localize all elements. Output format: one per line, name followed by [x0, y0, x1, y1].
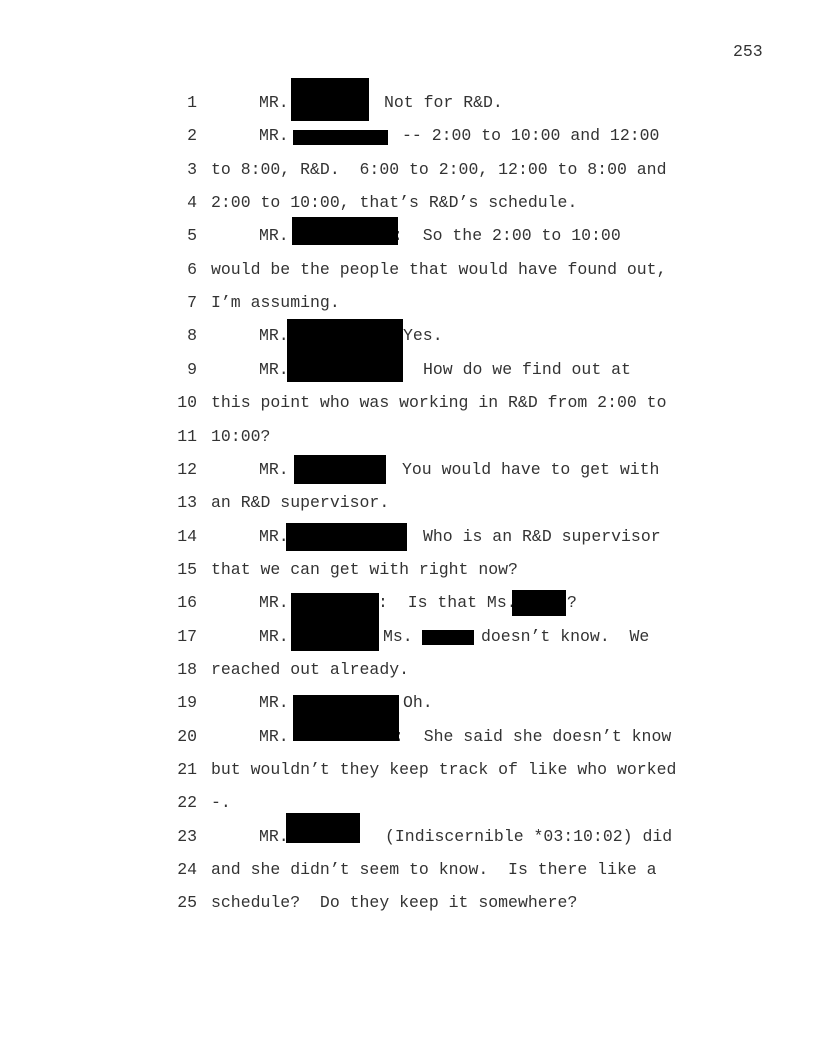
speaker-label: MR. — [259, 326, 289, 346]
redaction — [294, 455, 386, 484]
line-number: 2 — [187, 126, 197, 146]
speaker-label: MR. — [259, 459, 289, 479]
speaker-label: MR. — [259, 593, 289, 613]
line-number: 9 — [187, 359, 197, 379]
redaction — [422, 630, 474, 645]
line-number: 24 — [177, 860, 197, 880]
line-number: 22 — [177, 793, 197, 813]
redaction — [291, 78, 369, 121]
line-text: 10:00? — [211, 426, 271, 446]
line-text: Not for R&D. — [384, 93, 503, 112]
line-text: -- 2:00 to 10:00 and 12:00 — [402, 126, 660, 146]
line-number: 8 — [187, 326, 197, 346]
line-text: to 8:00, R&D. 6:00 to 2:00, 12:00 to 8:0… — [211, 159, 667, 179]
line-number: 15 — [177, 559, 197, 579]
speaker-label: MR. — [259, 826, 289, 846]
line-text: reached out already. — [211, 659, 410, 679]
line-text: schedule? Do they keep it somewhere? — [211, 893, 578, 913]
line-text: -. — [211, 793, 231, 813]
redaction — [286, 813, 360, 843]
line-text: You would have to get with — [402, 459, 660, 479]
line-text: : Is that Ms. — [378, 593, 517, 613]
line-number: 23 — [177, 826, 197, 846]
line-number: 1 — [187, 93, 197, 112]
speaker-label: MR. — [259, 359, 289, 379]
line-number: 20 — [177, 726, 197, 746]
line-number: 17 — [177, 626, 197, 646]
line-text: and she didn’t seem to know. Is there li… — [211, 860, 657, 880]
line-number: 12 — [177, 459, 197, 479]
line-number: 18 — [177, 659, 197, 679]
line-text: 2:00 to 10:00, that’s R&D’s schedule. — [211, 193, 578, 213]
line-number: 5 — [187, 226, 197, 246]
line-text: Ms. — [383, 626, 413, 646]
line-text: Who is an R&D supervisor — [423, 526, 661, 546]
line-text: but wouldn’t they keep track of like who… — [211, 760, 677, 779]
line-number: 16 — [177, 593, 197, 613]
line-number: 21 — [177, 760, 197, 779]
line-text: : She said she doesn’t know — [394, 726, 672, 746]
line-text: I’m assuming. — [211, 293, 340, 313]
speaker-label: MR. — [259, 93, 289, 112]
line-text: an R&D supervisor. — [211, 493, 390, 513]
line-number: 7 — [187, 293, 197, 313]
line-text: : So the 2:00 to 10:00 — [393, 226, 621, 246]
line-number: 19 — [177, 693, 197, 713]
line-number: 14 — [177, 526, 197, 546]
speaker-label: MR. — [259, 693, 289, 713]
redaction — [286, 523, 407, 551]
page-number: 253 — [733, 42, 763, 61]
speaker-label: MR. — [259, 626, 289, 646]
redaction — [512, 590, 566, 616]
redaction — [291, 593, 379, 651]
line-number: 13 — [177, 493, 197, 513]
line-text: ? — [567, 593, 577, 613]
line-number: 11 — [177, 426, 197, 446]
line-text: How do we find out at — [423, 359, 631, 379]
redaction — [293, 130, 388, 145]
redaction — [293, 695, 399, 741]
line-text: this point who was working in R&D from 2… — [211, 393, 667, 413]
redaction — [287, 319, 403, 382]
line-text: that we can get with right now? — [211, 559, 518, 579]
line-text: Yes. — [403, 326, 443, 346]
line-text: would be the people that would have foun… — [211, 259, 667, 279]
line-text: Oh. — [403, 693, 433, 713]
line-text: (Indiscernible *03:10:02) did — [385, 826, 673, 846]
line-number: 3 — [187, 159, 197, 179]
redaction — [292, 217, 398, 245]
speaker-label: MR. — [259, 126, 289, 146]
line-number: 25 — [177, 893, 197, 913]
line-text: doesn’t know. We — [481, 626, 650, 646]
line-number: 10 — [177, 393, 197, 413]
line-number: 4 — [187, 193, 197, 213]
speaker-label: MR. — [259, 226, 289, 246]
line-number: 6 — [187, 259, 197, 279]
speaker-label: MR. — [259, 526, 289, 546]
speaker-label: MR. — [259, 726, 289, 746]
